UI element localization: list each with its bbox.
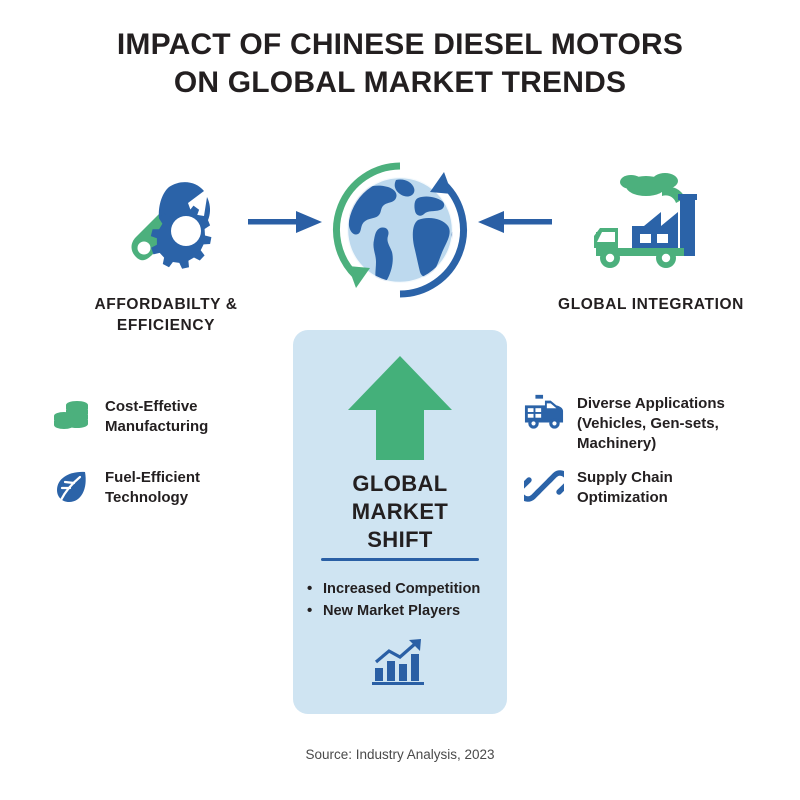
page-title: Impact of Chinese Diesel Motors on Globa…: [0, 26, 800, 103]
pillar-global-integration: GLOBAL INTEGRATION: [556, 165, 746, 316]
feature-line-2: Technology: [105, 488, 189, 506]
feature-fuel-efficient-technology: Fuel-Efficient Technology: [52, 466, 267, 508]
page-title-line-2: on Global Market Trends: [173, 66, 627, 100]
globe-recycle-icon: [318, 148, 482, 312]
card-title-line-1: GLOBAL: [352, 471, 448, 496]
feature-text: Supply Chain Optimization: [577, 466, 673, 508]
leaf-icon: [52, 466, 92, 506]
card-title-line-3: SHIFT: [367, 527, 433, 553]
feature-diverse-applications: Diverse Applications (Vehicles, Gen-sets…: [524, 392, 764, 453]
card-divider: [321, 558, 479, 561]
bar-chart-growth-icon: [293, 638, 507, 686]
arrow-right-icon: [248, 206, 322, 238]
list-item: Increased Competition: [305, 578, 501, 601]
arrow-left-icon: [478, 206, 552, 238]
feature-line-1: Supply Chain: [577, 469, 673, 486]
card-bullet-list: Increased Competition New Market Players: [305, 578, 501, 623]
coins-icon: [52, 395, 92, 435]
feature-text: Diverse Applications (Vehicles, Gen-sets…: [577, 392, 725, 453]
feature-text: Cost-Effetive Manufacturing: [105, 395, 208, 437]
source-note: Source: Industry Analysis, 2023: [305, 747, 495, 762]
card-title: GLOBAL MARKET SHIFT: [293, 470, 507, 554]
global-market-shift-card: GLOBAL MARKET SHIFT Increased Competitio…: [293, 330, 507, 714]
feature-line-1: Cost-Effetive: [105, 398, 198, 415]
up-arrow-icon: [293, 354, 507, 462]
feature-line-2: Manufacturing: [105, 417, 209, 435]
truck-factory-icon: [556, 165, 746, 285]
card-title-line-2: MARKET: [351, 499, 449, 525]
feature-line-1: Diverse Applications: [577, 395, 725, 412]
pillar-left-label: AFFORDABILTY & EFFICIENCY: [94, 296, 238, 334]
pillar-affordability-efficiency: AFFORDABILTY & EFFICIENCY: [71, 165, 261, 337]
feature-line-3: Machinery): [577, 434, 657, 452]
feature-supply-chain-optimization: Supply Chain Optimization: [524, 466, 764, 508]
feature-cost-effective-manufacturing: Cost-Effetive Manufacturing: [52, 395, 267, 437]
page-title-line-1: Impact of Chinese Diesel Motors: [116, 28, 684, 61]
list-item: New Market Players: [305, 600, 501, 623]
delivery-truck-icon: [524, 392, 564, 432]
wrench-gear-icon: [71, 165, 261, 285]
feature-text: Fuel-Efficient Technology: [105, 466, 200, 508]
pillar-right-label: GLOBAL INTEGRATION: [558, 296, 744, 313]
chain-link-icon: [524, 466, 564, 506]
feature-line-1: Fuel-Efficient: [105, 469, 201, 486]
feature-line-2: (Vehicles, Gen-sets,: [577, 414, 719, 432]
feature-line-2: Optimization: [577, 488, 668, 506]
